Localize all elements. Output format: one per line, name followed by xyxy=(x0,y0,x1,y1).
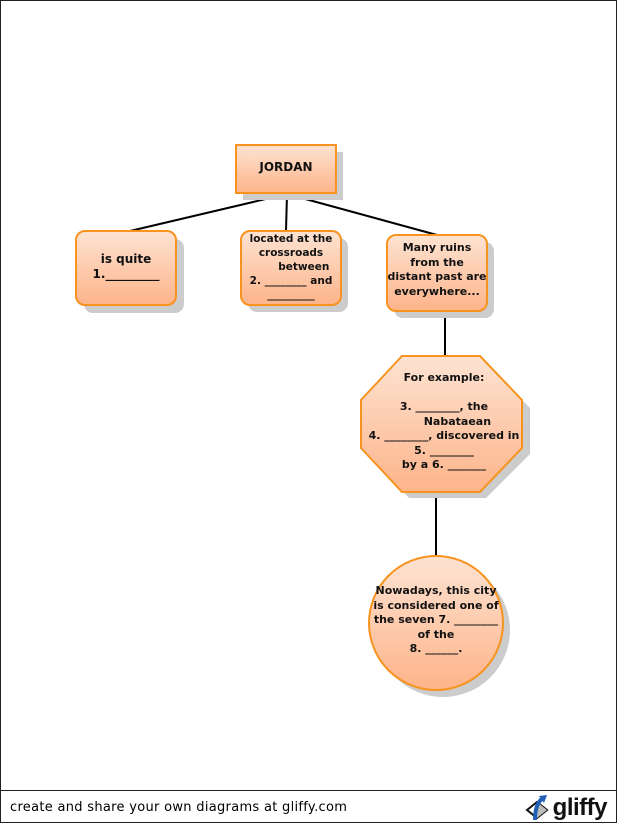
node-root[interactable] xyxy=(235,144,343,200)
gliffy-logo[interactable]: gliffy xyxy=(525,794,608,822)
node-label-root: JORDAN xyxy=(259,160,313,174)
node-crossroads[interactable] xyxy=(240,230,348,312)
node-shape xyxy=(240,230,342,306)
node-nowadays[interactable] xyxy=(368,555,510,697)
node-shape xyxy=(75,230,177,306)
node-quite[interactable] xyxy=(75,230,184,313)
node-shape xyxy=(386,234,488,312)
node-label-ruins: Many ruins from the distant past are eve… xyxy=(387,241,487,298)
node-shape xyxy=(360,355,523,493)
edge-root-quite xyxy=(129,193,288,232)
node-shape xyxy=(235,144,337,194)
footer: create and share your own diagrams at gl… xyxy=(0,790,617,823)
node-label-example: For example: 3. ________, the Nabataean … xyxy=(368,371,520,471)
gliffy-logo-text: gliffy xyxy=(552,794,608,821)
node-label-crossroads: located at the crossroads between 2. ___… xyxy=(249,233,333,301)
edge-root-crossroads xyxy=(285,193,288,232)
node-shape xyxy=(368,555,504,691)
gliffy-diamond-arrow-icon xyxy=(525,795,549,821)
edge-root-ruins xyxy=(286,193,438,236)
node-ruins[interactable] xyxy=(386,234,494,318)
footer-promo-link[interactable]: create and share your own diagrams at gl… xyxy=(10,800,348,815)
diagram-canvas xyxy=(75,144,530,697)
node-label-quite: is quite 1._________ xyxy=(92,252,160,281)
node-label-nowadays: Nowadays, this city is considered one of… xyxy=(373,584,499,655)
node-example[interactable] xyxy=(360,355,530,498)
